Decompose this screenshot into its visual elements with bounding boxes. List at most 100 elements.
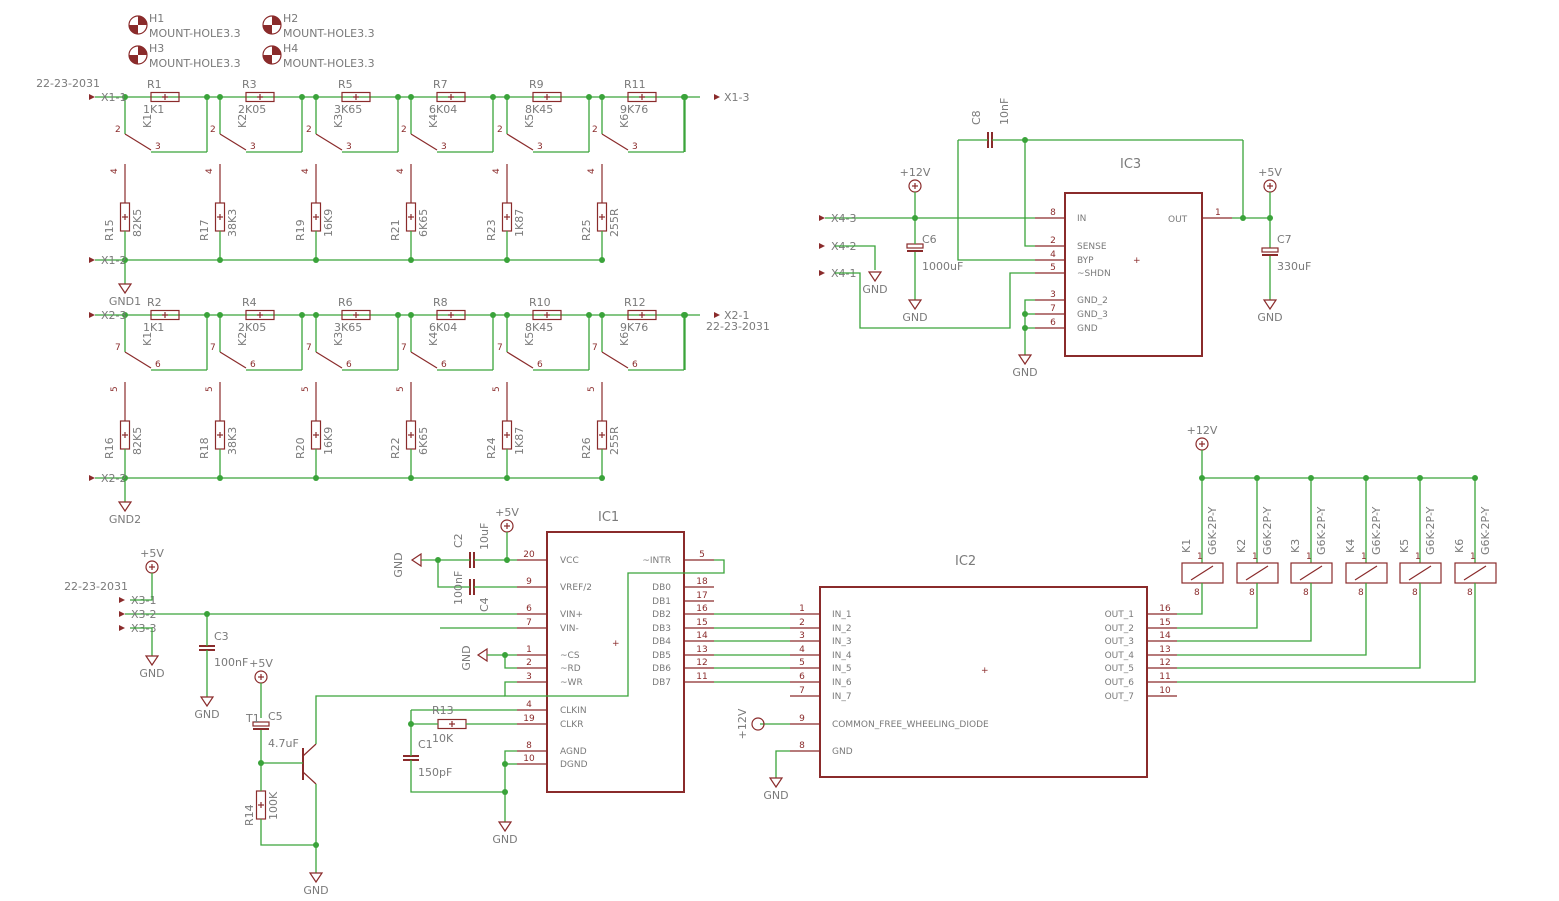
- c6-value: 1000uF: [922, 260, 963, 273]
- relay-coil-ref: K6: [1453, 539, 1466, 553]
- relay-contact: [506, 351, 534, 369]
- relay-ref: K3: [332, 114, 345, 128]
- series-resistor-value: 3K65: [334, 103, 362, 116]
- x4-2-pin: [819, 243, 825, 249]
- ic1-pin-num: 4: [526, 700, 532, 710]
- relay-pin: 4: [301, 168, 311, 174]
- shunt-resistor-ref: R26: [580, 437, 593, 459]
- series-resistor-ref: R5: [338, 78, 353, 91]
- ic1-pin-num: 5: [699, 550, 705, 560]
- relay-part: G6K-2P-Y: [1206, 506, 1219, 555]
- byp-wire: [957, 140, 1035, 261]
- ic3-pin-name: BYP: [1077, 256, 1094, 266]
- shunt-resistor-value: 16K9: [322, 209, 335, 237]
- ic2-pin-num: 8: [799, 741, 805, 751]
- series-resistor-ref: R9: [529, 78, 544, 91]
- t1-label: T1: [245, 712, 260, 725]
- t1-collector: [302, 743, 317, 757]
- relay-part: G6K-2P-Y: [1370, 506, 1383, 555]
- c3-ref: C3: [214, 630, 229, 643]
- ic2-pin-num: 9: [799, 714, 805, 724]
- relay-pin: 2: [401, 125, 407, 135]
- shunt-resistor-ref: R19: [294, 219, 307, 241]
- ic1-pin-name: ~WR: [560, 678, 583, 688]
- relay-contact: [315, 133, 343, 151]
- c1-value: 150pF: [418, 766, 452, 779]
- series-resistor-value: 9K76: [620, 321, 648, 334]
- gnd-symbol: [117, 501, 133, 513]
- ic1-pin-name: DB1: [652, 597, 671, 607]
- ic1-pin-num: 18: [696, 577, 708, 587]
- ic1-pin-name: DB3: [652, 624, 671, 634]
- c2-ref: C2: [452, 533, 465, 548]
- ic1-pin-num: 1: [526, 645, 532, 655]
- c1-ref: C1: [418, 738, 433, 751]
- series-resistor: [341, 309, 371, 321]
- series-resistor-value: 3K65: [334, 321, 362, 334]
- relay-coil-pin: 8: [1467, 588, 1473, 598]
- coil-drive-wire: [1177, 583, 1367, 656]
- ic1-pin-num: 2: [526, 658, 532, 668]
- shunt-resistor-value: 82K5: [131, 209, 144, 237]
- ic2-pin-num: 7: [799, 686, 805, 696]
- series-resistor-value: 2K05: [238, 103, 266, 116]
- ic1-pin-num: 9: [526, 577, 532, 587]
- ic2-pin-name: GND: [832, 747, 853, 757]
- relay-contact: [124, 133, 152, 151]
- ic1-pin-name: DGND: [560, 760, 588, 770]
- relay-contact: [410, 351, 438, 369]
- relay-contact: [601, 133, 629, 151]
- ic1-pin-name: AGND: [560, 747, 587, 757]
- ic2-pin-num: 1: [799, 604, 805, 614]
- shunt-resistor-ref: R25: [580, 219, 593, 241]
- relay-part: G6K-2P-Y: [1424, 506, 1437, 555]
- series-resistor-ref: R1: [147, 78, 162, 91]
- relay-pin: 5: [110, 386, 120, 392]
- shunt-resistor-ref: R22: [389, 437, 402, 459]
- ic3-pin-num: 1: [1215, 208, 1221, 218]
- relay-contact: [124, 351, 152, 369]
- ic2-pin-num: 13: [1159, 645, 1170, 655]
- connector-left-pin: [89, 312, 95, 318]
- rd-wire: [504, 655, 517, 669]
- ic1-pin-num: 12: [696, 658, 707, 668]
- ic2-title: IC2: [955, 554, 976, 569]
- relay-coil-pin: 1: [1361, 552, 1367, 562]
- series-resistor-value: 6K04: [429, 321, 457, 334]
- gnd-c6-label: GND: [902, 311, 927, 324]
- shunt-resistor-ref: R15: [103, 219, 116, 241]
- ic2-pin-num: 3: [799, 631, 805, 641]
- relay-coil-pin: 1: [1197, 552, 1203, 562]
- ic2-pin-name: IN_2: [832, 624, 852, 634]
- mount-hole-fill: [138, 16, 147, 25]
- series-resistor-ref: R12: [624, 296, 646, 309]
- shunt-resistor-ref: R17: [198, 219, 211, 241]
- ic1-pin-num: 19: [523, 714, 535, 724]
- x3-1-pin: [119, 597, 125, 603]
- ic2-pin-name: IN_6: [832, 678, 852, 688]
- gnd-c7-label: GND: [1257, 311, 1282, 324]
- ic3-title: IC3: [1120, 157, 1141, 172]
- ic3-center: +: [1133, 256, 1141, 266]
- ic3-pin-name: GND_2: [1077, 296, 1108, 306]
- ic2-pin-num: 14: [1159, 631, 1171, 641]
- x3-2-pin: [119, 611, 125, 617]
- ic1-pin-name: DB7: [652, 678, 671, 688]
- mount-hole-value: MOUNT-HOLE3.3: [149, 27, 241, 40]
- mount-hole-ref: H4: [283, 42, 298, 55]
- relay-pin: 5: [396, 386, 406, 392]
- connector-gnd-pin: [89, 257, 95, 263]
- x4-1-pin: [819, 270, 825, 276]
- mount-hole-ref: H2: [283, 12, 298, 25]
- relay-contact: [315, 351, 343, 369]
- ic2-pin-name: OUT_2: [1105, 624, 1134, 634]
- ic2-pin-num: 4: [799, 645, 805, 655]
- mount-hole-ref: H3: [149, 42, 164, 55]
- gnd-symbol: [117, 283, 133, 295]
- mount-hole-fill: [138, 46, 147, 55]
- coil-drive-wire: [1177, 583, 1312, 642]
- series-resistor-value: 6K04: [429, 103, 457, 116]
- ic1-pin-name: ~INTR: [642, 556, 671, 566]
- relay-pin: 2: [115, 125, 121, 135]
